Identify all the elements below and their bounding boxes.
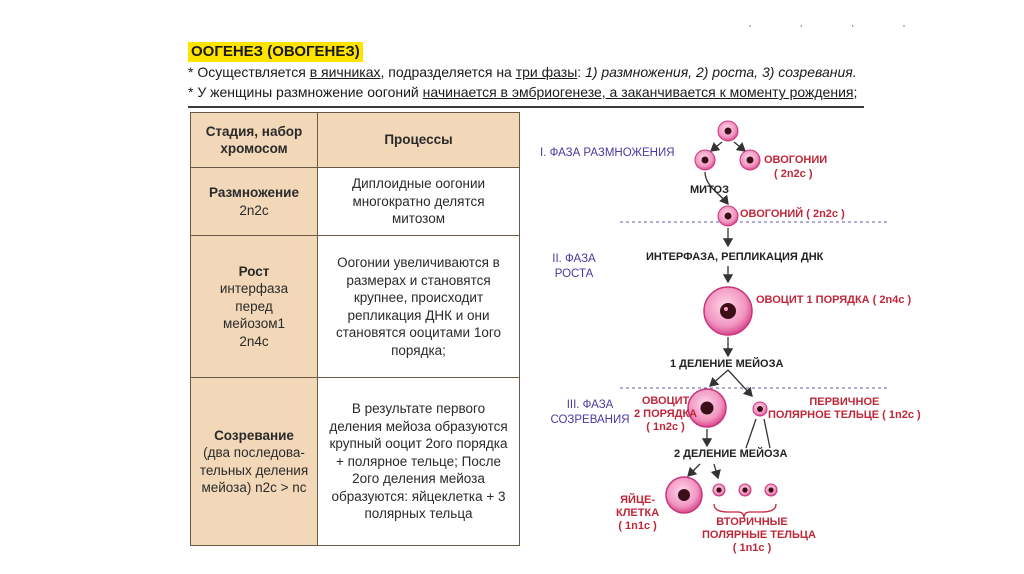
secondary-polar-body [739, 484, 751, 496]
oogonium-cell-left [695, 150, 715, 170]
line1-phases-list: 1) размножения, 2) роста, 3) созревания. [585, 64, 857, 80]
oogenesis-diagram: I. ФАЗА РАЗМНОЖЕНИЯ II. ФАЗА РОСТА III. … [530, 106, 1024, 574]
arrow [711, 142, 722, 151]
secondary-polar-body [713, 484, 725, 496]
stage-sub: (два последова-тельных деления мейоза) n… [198, 444, 310, 497]
table-row: Размножение 2n2c Диплоидные оогонии мног… [191, 168, 520, 236]
oocyte-1-cell [704, 287, 752, 335]
ovogonii-label: ОВОГОНИИ [764, 154, 827, 166]
stage-title: Рост [239, 264, 270, 279]
oogenesis-table: Стадия, набор хромосом Процессы Размноже… [190, 112, 520, 546]
decorative-dots: · · · · [748, 18, 928, 32]
mitosis-label: МИТОЗ [690, 184, 729, 196]
table-row: Рост интерфаза перед мейозом1 2n4c Оогон… [191, 236, 520, 378]
oogonium-cell-single [718, 206, 738, 226]
stage-title: Созревание [214, 428, 294, 443]
phase-3-label: III. ФАЗА СОЗРЕВАНИЯ [540, 398, 640, 428]
arrow [688, 464, 700, 476]
phase-1-label: I. ФАЗА РАЗМНОЖЕНИЯ [540, 146, 650, 161]
oocyte-1-label: ОВОЦИТ 1 ПОРЯДКА ( 2n4c ) [756, 294, 911, 306]
arrow [728, 370, 752, 396]
egg-cell [666, 477, 702, 513]
col-process-header: Процессы [318, 113, 520, 168]
secondary-polar-body [765, 484, 777, 496]
line2-part-a: * У женщины размножение оогоний [188, 84, 423, 100]
line1-part-e: : [577, 64, 585, 80]
process-cell: В результате первого деления мейоза обра… [318, 378, 520, 546]
phase-2-label: II. ФАЗА РОСТА [544, 252, 604, 282]
arrow [710, 370, 728, 386]
line1-part-c: , подразделяется на [381, 64, 516, 80]
arrow [734, 142, 745, 151]
ovogoniy-label: ОВОГОНИЙ ( 2n2c ) [740, 208, 845, 220]
oogonium-cell-right [740, 150, 760, 170]
line1-ovaries: в яичниках [310, 64, 381, 80]
stage-cell: Рост интерфаза перед мейозом1 2n4c [191, 236, 318, 378]
process-cell: Оогонии увеличиваются в размерах и стано… [318, 236, 520, 378]
stage-sub: интерфаза перед мейозом1 2n4c [214, 280, 294, 350]
egg-label: ЯЙЦЕ-КЛЕТКА( 1n1c ) [616, 494, 659, 533]
ovogonii-ploidy: ( 2n2c ) [774, 168, 813, 180]
meiosis-1-label: 1 ДЕЛЕНИЕ МЕЙОЗА [670, 358, 783, 370]
stage-cell: Созревание (два последова-тельных делени… [191, 378, 318, 546]
stage-cell: Размножение 2n2c [191, 168, 318, 236]
intro-line-2: * У женщины размножение оогоний начинает… [188, 82, 888, 102]
stage-sub: 2n2c [239, 203, 268, 218]
arrow [714, 464, 718, 478]
col-stage-header: Стадия, набор хромосом [191, 113, 318, 168]
primary-polar-body [753, 402, 767, 416]
oogonium-cell-top [718, 121, 738, 141]
arrow [764, 419, 770, 448]
line1-three-phases: три фазы [516, 64, 578, 80]
page-title: ООГЕНЕЗ (ОВОГЕНЕЗ) [188, 42, 363, 62]
stage-title: Размножение [209, 185, 299, 200]
intro-line-1: * Осуществляется в яичниках, подразделяе… [188, 62, 888, 82]
line1-part-a: * Осуществляется [188, 64, 310, 80]
line2-timing: начинается в эмбриогенезе, а заканчивает… [423, 84, 854, 100]
table-header-row: Стадия, набор хромосом Процессы [191, 113, 520, 168]
interphase-label: ИНТЕРФАЗА, РЕПЛИКАЦИЯ ДНК [646, 251, 823, 263]
arrow [746, 419, 756, 448]
meiosis-2-label: 2 ДЕЛЕНИЕ МЕЙОЗА [674, 448, 787, 460]
header: ООГЕНЕЗ (ОВОГЕНЕЗ) * Осуществляется в яи… [188, 42, 888, 102]
table-row: Созревание (два последова-тельных делени… [191, 378, 520, 546]
line2-part-c: ; [853, 84, 857, 100]
process-cell: Диплоидные оогонии многократно делятся м… [318, 168, 520, 236]
